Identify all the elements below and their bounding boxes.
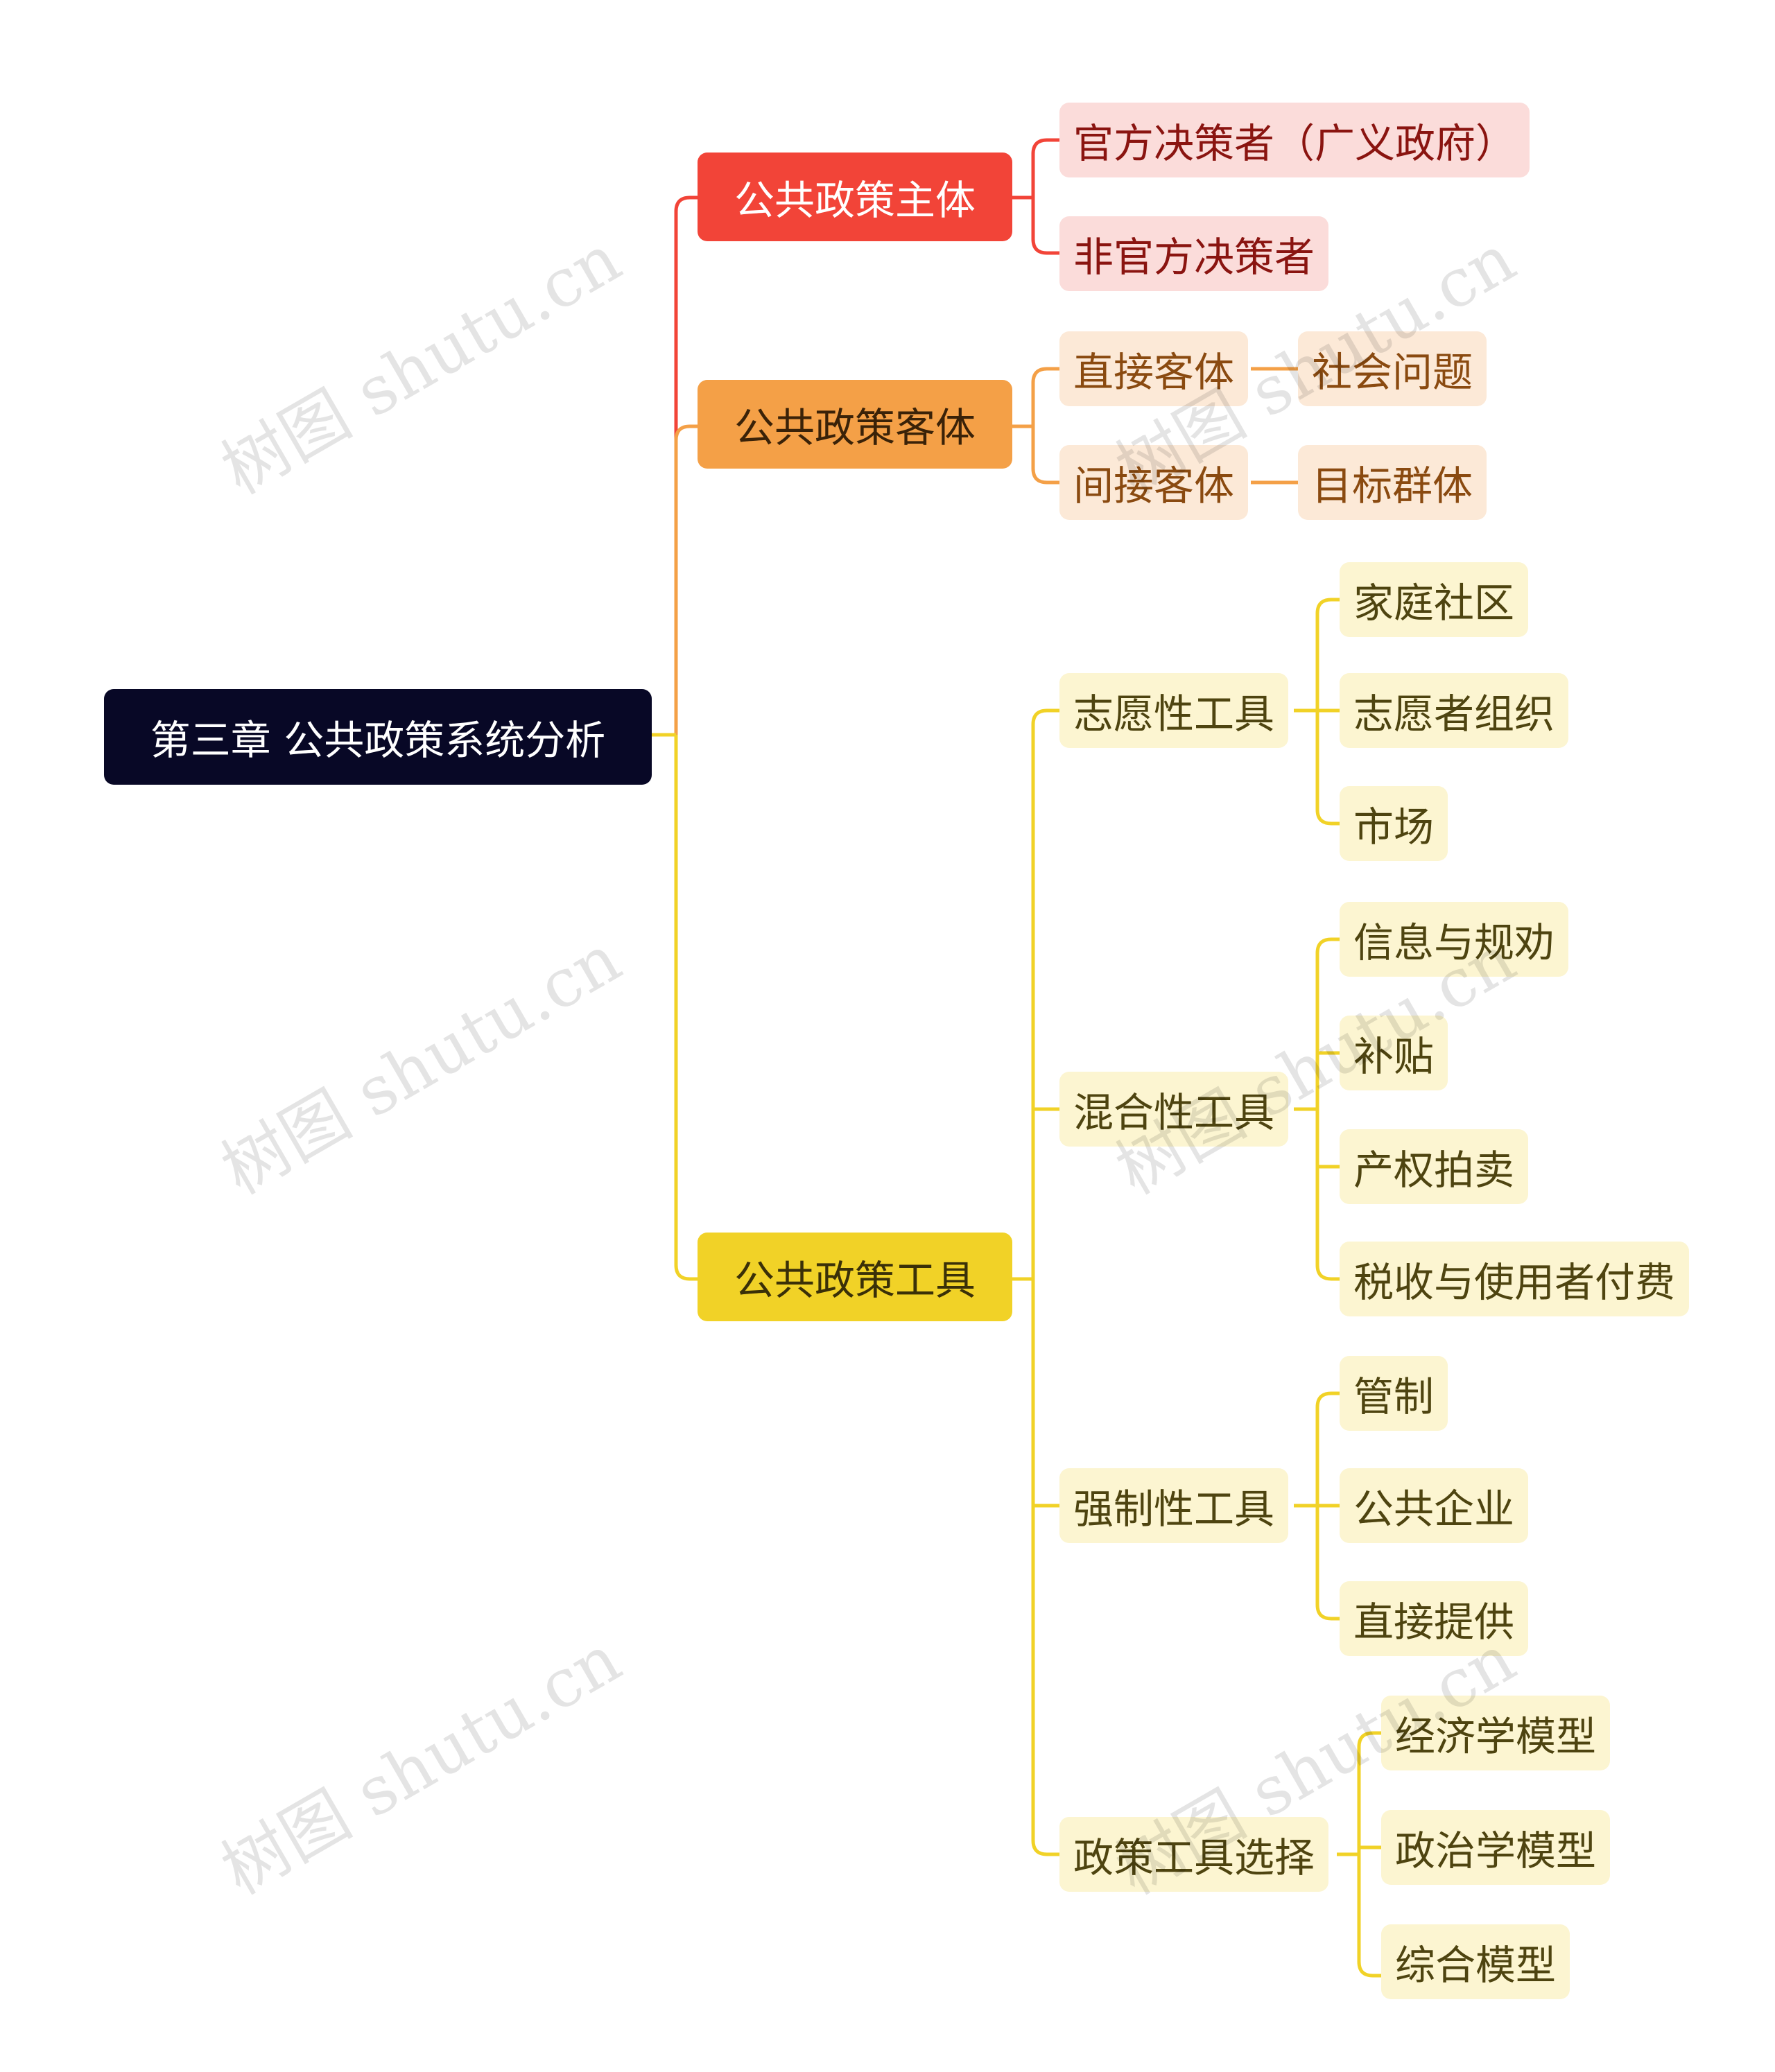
leaf-social-problem[interactable]: 社会问题	[1298, 331, 1487, 406]
node-indirect-object[interactable]: 间接客体	[1059, 445, 1249, 520]
leaf-family-community[interactable]: 家庭社区	[1340, 562, 1529, 637]
leaf-direct-provision[interactable]: 直接提供	[1340, 1581, 1529, 1656]
node-direct-object[interactable]: 直接客体	[1059, 331, 1249, 406]
node-voluntary-tools[interactable]: 志愿性工具	[1059, 673, 1289, 748]
root-node[interactable]: 第三章 公共政策系统分析	[104, 689, 652, 785]
leaf-unofficial-decision-makers[interactable]: 非官方决策者	[1059, 216, 1329, 291]
leaf-official-decision-makers[interactable]: 官方决策者（广义政府）	[1059, 103, 1530, 177]
node-mandatory-tools[interactable]: 强制性工具	[1059, 1468, 1289, 1543]
leaf-regulation[interactable]: 管制	[1340, 1356, 1448, 1431]
leaf-subsidy[interactable]: 补贴	[1340, 1016, 1448, 1090]
leaf-economic-model[interactable]: 经济学模型	[1381, 1696, 1611, 1770]
leaf-volunteer-org[interactable]: 志愿者组织	[1340, 673, 1569, 748]
leaf-tax-user-fee[interactable]: 税收与使用者付费	[1340, 1242, 1690, 1316]
node-tool-selection[interactable]: 政策工具选择	[1059, 1817, 1329, 1892]
leaf-market[interactable]: 市场	[1340, 786, 1448, 861]
node-mixed-tools[interactable]: 混合性工具	[1059, 1072, 1289, 1147]
branch-policy-subject[interactable]: 公共政策主体	[698, 153, 1012, 241]
leaf-public-enterprise[interactable]: 公共企业	[1340, 1468, 1529, 1543]
leaf-info-persuasion[interactable]: 信息与规劝	[1340, 902, 1569, 977]
leaf-political-model[interactable]: 政治学模型	[1381, 1810, 1611, 1885]
leaf-target-group[interactable]: 目标群体	[1298, 445, 1487, 520]
leaf-property-auction[interactable]: 产权拍卖	[1340, 1129, 1529, 1204]
branch-policy-object[interactable]: 公共政策客体	[698, 380, 1012, 469]
branch-policy-tools[interactable]: 公共政策工具	[698, 1233, 1012, 1321]
leaf-comprehensive-model[interactable]: 综合模型	[1381, 1924, 1570, 1999]
